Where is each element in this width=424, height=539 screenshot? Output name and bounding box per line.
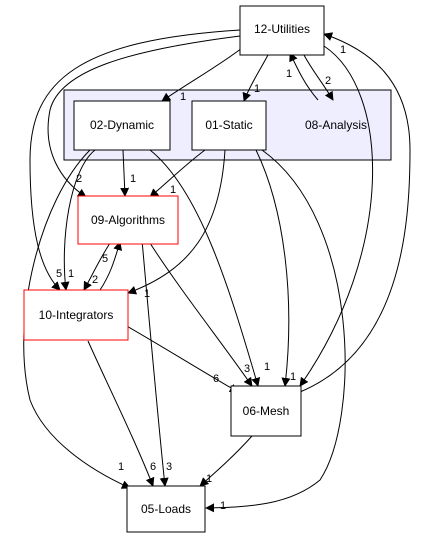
edge-integrators-loads (87, 340, 155, 487)
node-label: 12-Utilities (254, 22, 310, 36)
node-label: 08-Analysis (305, 118, 367, 132)
node-static[interactable]: 01-Static (191, 100, 267, 151)
edge-static-integrators (127, 149, 226, 295)
edge-static-algorithms (149, 149, 206, 198)
node-loads[interactable]: 05-Loads (126, 485, 206, 533)
edge-label: 2 (92, 274, 98, 286)
edge-label: 3 (244, 363, 250, 375)
edge-label: 1 (118, 461, 124, 473)
edges (23, 29, 411, 513)
edge-label: 5 (102, 253, 108, 265)
node-algorithms[interactable]: 09-Algorithms (77, 195, 179, 245)
edge-label: 1 (264, 361, 270, 373)
edge-utilities-analysis (303, 54, 334, 101)
node-label: 10-Integrators (39, 308, 114, 322)
node-label: 05-Loads (141, 502, 191, 516)
edge-utilities-dynamic (161, 47, 243, 102)
edge-label: 1 (220, 500, 226, 512)
edge-mesh-utilities (299, 32, 411, 393)
edge-static-loads (205, 149, 346, 513)
edge-utilities-mesh (299, 45, 374, 387)
edge-dynamic-loads (23, 149, 131, 489)
edge-label: 6 (213, 373, 219, 385)
edge-dynamic-algorithms (120, 149, 130, 197)
node-label: 01-Static (205, 118, 252, 132)
edge-label: 6 (150, 461, 156, 473)
node-integrators[interactable]: 10-Integrators (23, 289, 129, 341)
edge-label: 1 (290, 371, 296, 383)
node-label: 02-Dynamic (90, 118, 154, 132)
edge-label: 1 (254, 83, 260, 95)
edge-label: 5 (56, 268, 62, 280)
edge-label: 1 (206, 473, 212, 485)
edge-label: 1 (340, 44, 346, 56)
edge-dynamic-mesh (149, 149, 261, 387)
edge-analysis-utilities (289, 52, 319, 101)
edge-utilities-static (242, 54, 269, 102)
node-analysis[interactable]: 08-Analysis (305, 118, 367, 132)
node-mesh[interactable]: 06-Mesh (230, 385, 302, 437)
edge-utilities-algorithms (47, 35, 241, 198)
edge-static-mesh (255, 149, 291, 387)
edge-label: 2 (76, 173, 82, 185)
edge-label: 1 (286, 68, 292, 80)
edge-label: 2 (325, 75, 331, 87)
edge-labels: 1 1 2 1 2 5 1 1 1 5 2 1 1 6 3 1 1 6 3 1 … (56, 44, 346, 512)
edge-label: 1 (144, 288, 150, 300)
edge-label: 1 (68, 268, 74, 280)
edge-integrators-mesh (124, 324, 239, 393)
edge-algorithms-loads (141, 239, 169, 487)
edge-mesh-loads (199, 435, 253, 487)
node-dynamic[interactable]: 02-Dynamic (73, 100, 171, 151)
node-utilities[interactable]: 12-Utilities (239, 5, 325, 56)
edge-label: 1 (170, 184, 176, 196)
edge-label: 1 (180, 91, 186, 103)
edge-label: 3 (166, 461, 172, 473)
edge-integrators-algorithms (99, 241, 122, 291)
edge-dynamic-integrators (60, 149, 96, 291)
edge-algorithms-mesh (147, 239, 253, 387)
edge-utilities-integrators (29, 29, 241, 291)
edge-label: 1 (130, 173, 136, 185)
node-label: 06-Mesh (243, 404, 290, 418)
node-label: 09-Algorithms (91, 213, 165, 227)
